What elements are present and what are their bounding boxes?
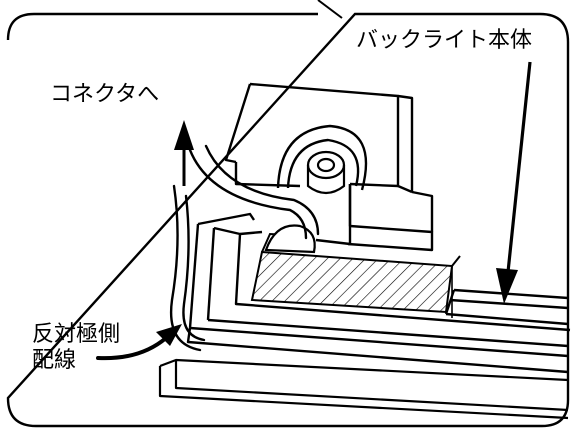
- frame-tail: [317, 0, 343, 19]
- screw-icon: [306, 150, 346, 195]
- arrow-to-backlight-icon: [496, 61, 532, 304]
- wiring-label-line2: 配線: [32, 348, 77, 373]
- solder-blob: [264, 224, 316, 254]
- base-plate: [158, 358, 569, 420]
- opposite-pole-wire: [169, 184, 206, 352]
- outer-frame: [6, 12, 570, 428]
- arrow-to-connector-icon: [174, 120, 194, 186]
- to-connector-label: コネクタへ: [50, 82, 160, 107]
- opposite-pole-wiring-label: 反対極側 配線: [32, 322, 120, 374]
- connector-bracket: [224, 82, 434, 252]
- connector-wire: [188, 144, 320, 240]
- arrow-to-wire-icon: [96, 324, 182, 361]
- backlight-body-label: バックライト本体: [356, 28, 533, 53]
- wiring-label-line1: 反対極側: [32, 322, 121, 347]
